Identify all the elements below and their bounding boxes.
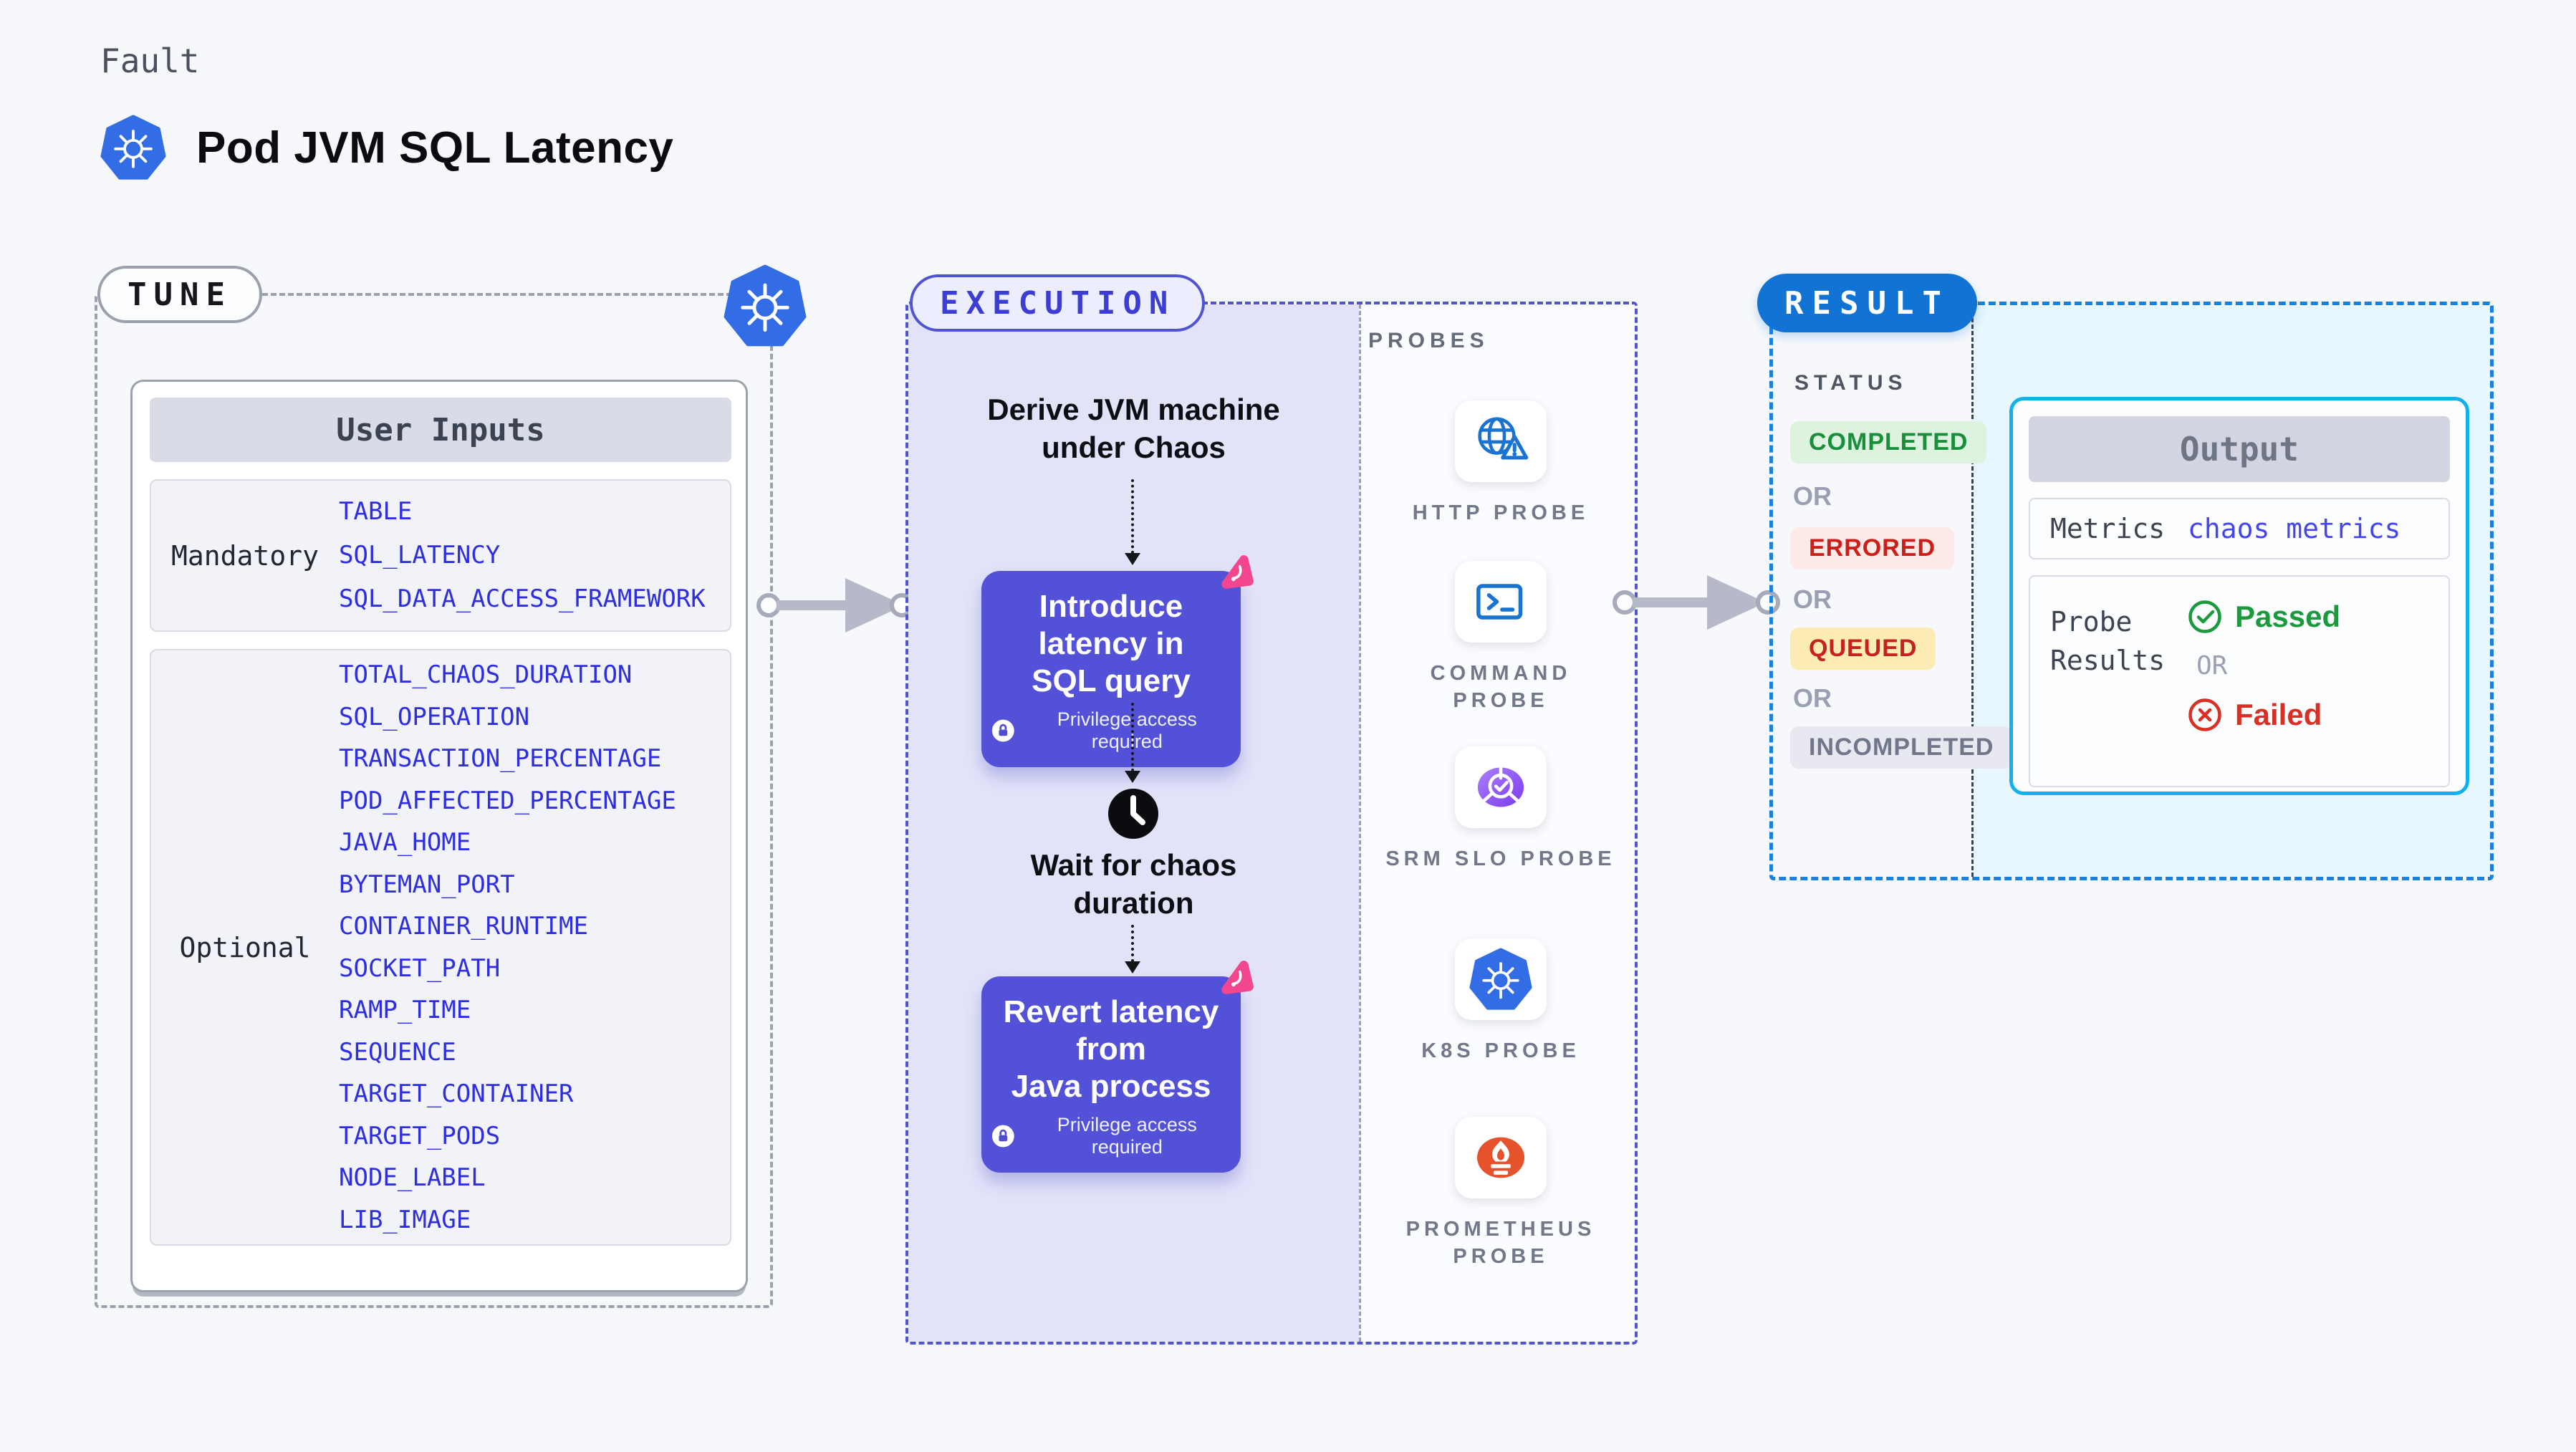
kubernetes-icon bbox=[1469, 948, 1532, 1011]
tune-section: TUNE User Inputs Mandatory TABLE SQL_LAT… bbox=[95, 293, 773, 1308]
param: SQL_DATA_ACCESS_FRAMEWORK bbox=[339, 585, 706, 613]
globe-alert-icon bbox=[1478, 417, 1529, 460]
introduce-latency-button[interactable]: Introduce latency in SQL query Privilege… bbox=[981, 555, 1254, 767]
revert-latency-button[interactable]: Revert latency from Java process Privile… bbox=[981, 961, 1254, 1173]
param: SEQUENCE bbox=[339, 1037, 456, 1067]
probe-k8s: K8S PROBE bbox=[1361, 938, 1640, 1064]
privilege-note: Privilege access required bbox=[991, 1114, 1231, 1158]
derive-step-text: Derive JVM machine under Chaos bbox=[987, 393, 1280, 464]
probe-command: COMMAND PROBE bbox=[1361, 561, 1640, 714]
status-divider bbox=[1971, 305, 1974, 877]
user-inputs-title: User Inputs bbox=[150, 398, 731, 462]
param: TARGET_PODS bbox=[339, 1121, 501, 1150]
page-title: Pod JVM SQL Latency bbox=[196, 122, 674, 173]
tune-to-execution-arrow bbox=[756, 578, 914, 633]
metrics-value: chaos metrics bbox=[2188, 513, 2401, 544]
probe-srm-slo: SRM SLO PROBE bbox=[1361, 746, 1640, 872]
failed-line: Failed bbox=[2188, 698, 2340, 732]
output-panel: Output Metrics chaos metrics Probe Resul… bbox=[2009, 397, 2469, 795]
terminal-icon bbox=[1476, 584, 1523, 620]
status-badge-errored: ERRORED bbox=[1790, 527, 1955, 569]
execution-section: EXECUTION Derive JVM machine under Chaos… bbox=[905, 274, 1640, 1345]
flow-arrow bbox=[1125, 479, 1140, 565]
lock-icon bbox=[991, 1125, 1014, 1148]
probes-divider bbox=[1359, 304, 1361, 1342]
litmus-chaos-icon bbox=[1221, 961, 1254, 994]
mandatory-values: TABLE SQL_LATENCY SQL_DATA_ACCESS_FRAMEW… bbox=[339, 481, 730, 630]
metrics-label: Metrics bbox=[2050, 513, 2166, 544]
param: POD_AFFECTED_PERCENTAGE bbox=[339, 786, 676, 815]
failed-label: Failed bbox=[2235, 698, 2322, 731]
status-badge-queued: QUEUED bbox=[1790, 628, 1936, 670]
passed-label: Passed bbox=[2235, 600, 2341, 633]
param: SOCKET_PATH bbox=[339, 953, 501, 983]
kubernetes-icon bbox=[724, 264, 807, 347]
wait-step-text: Wait for chaos duration bbox=[1030, 848, 1237, 920]
optional-values: TOTAL_CHAOS_DURATION SQL_OPERATION TRANS… bbox=[339, 650, 730, 1244]
privilege-note: Privilege access required bbox=[991, 708, 1231, 753]
button-label: Introduce latency in SQL query bbox=[1032, 589, 1191, 698]
mandatory-label: Mandatory bbox=[171, 539, 319, 572]
kubernetes-icon bbox=[100, 115, 166, 181]
or-separator: OR bbox=[1793, 481, 1832, 511]
fault-kicker: Fault bbox=[100, 42, 200, 80]
probe-results-values: Passed OR Failed bbox=[2188, 577, 2340, 786]
tune-pill: TUNE bbox=[97, 266, 262, 323]
optional-row: Optional TOTAL_CHAOS_DURATION SQL_OPERAT… bbox=[150, 649, 731, 1246]
slo-check-icon bbox=[1477, 766, 1524, 807]
result-pill: RESULT bbox=[1757, 274, 1977, 332]
result-section: RESULT STATUS COMPLETED OR ERRORED OR QU… bbox=[1757, 274, 2494, 880]
flow-arrow bbox=[1125, 703, 1140, 783]
status-title: STATUS bbox=[1794, 371, 1908, 395]
flow-arrow bbox=[1125, 925, 1140, 973]
param: BYTEMAN_PORT bbox=[339, 870, 515, 899]
page-header: Pod JVM SQL Latency bbox=[100, 115, 673, 181]
param: TRANSACTION_PERCENTAGE bbox=[339, 744, 662, 773]
user-inputs-card: User Inputs Mandatory TABLE SQL_LATENCY … bbox=[130, 380, 748, 1292]
output-title: Output bbox=[2029, 416, 2450, 482]
check-circle-icon bbox=[2188, 600, 2221, 633]
prometheus-flame-icon bbox=[1477, 1137, 1524, 1178]
param: RAMP_TIME bbox=[339, 996, 471, 1024]
metrics-row: Metrics chaos metrics bbox=[2029, 498, 2450, 559]
probe-results-label: Probe Results bbox=[2050, 606, 2166, 676]
execution-to-result-arrow bbox=[1613, 575, 1780, 630]
param: NODE_LABEL bbox=[339, 1163, 486, 1192]
lock-icon bbox=[991, 719, 1014, 742]
or-separator: OR bbox=[2196, 651, 2228, 681]
probe-http: HTTP PROBE bbox=[1361, 400, 1640, 527]
execution-pill: EXECUTION bbox=[910, 274, 1206, 332]
litmus-chaos-icon bbox=[1221, 555, 1254, 589]
or-separator: OR bbox=[1793, 585, 1832, 614]
param: TOTAL_CHAOS_DURATION bbox=[339, 660, 633, 689]
x-circle-icon bbox=[2188, 698, 2221, 731]
optional-label: Optional bbox=[179, 931, 311, 963]
param: LIB_IMAGE bbox=[339, 1205, 471, 1234]
param: TABLE bbox=[339, 497, 413, 526]
status-badge-completed: COMPLETED bbox=[1790, 421, 1987, 463]
or-separator: OR bbox=[1793, 683, 1832, 713]
probe-results-row: Probe Results Passed OR bbox=[2029, 575, 2450, 787]
param: SQL_LATENCY bbox=[339, 541, 501, 569]
param: CONTAINER_RUNTIME bbox=[339, 912, 588, 941]
probes-column: PROBES HTTP PROBE bbox=[1361, 304, 1640, 1342]
mandatory-row: Mandatory TABLE SQL_LATENCY SQL_DATA_ACC… bbox=[150, 479, 731, 632]
param: JAVA_HOME bbox=[339, 828, 471, 857]
probes-title: PROBES bbox=[1368, 329, 1489, 352]
probe-prometheus: PROMETHEUS PROBE bbox=[1361, 1117, 1640, 1270]
param: TARGET_CONTAINER bbox=[339, 1080, 574, 1108]
passed-line: Passed bbox=[2188, 600, 2340, 634]
status-badge-incompleted: INCOMPLETED bbox=[1790, 726, 2013, 769]
param: SQL_OPERATION bbox=[339, 702, 530, 731]
button-label: Revert latency from Java process bbox=[1003, 994, 1219, 1104]
clock-icon bbox=[1108, 789, 1158, 839]
